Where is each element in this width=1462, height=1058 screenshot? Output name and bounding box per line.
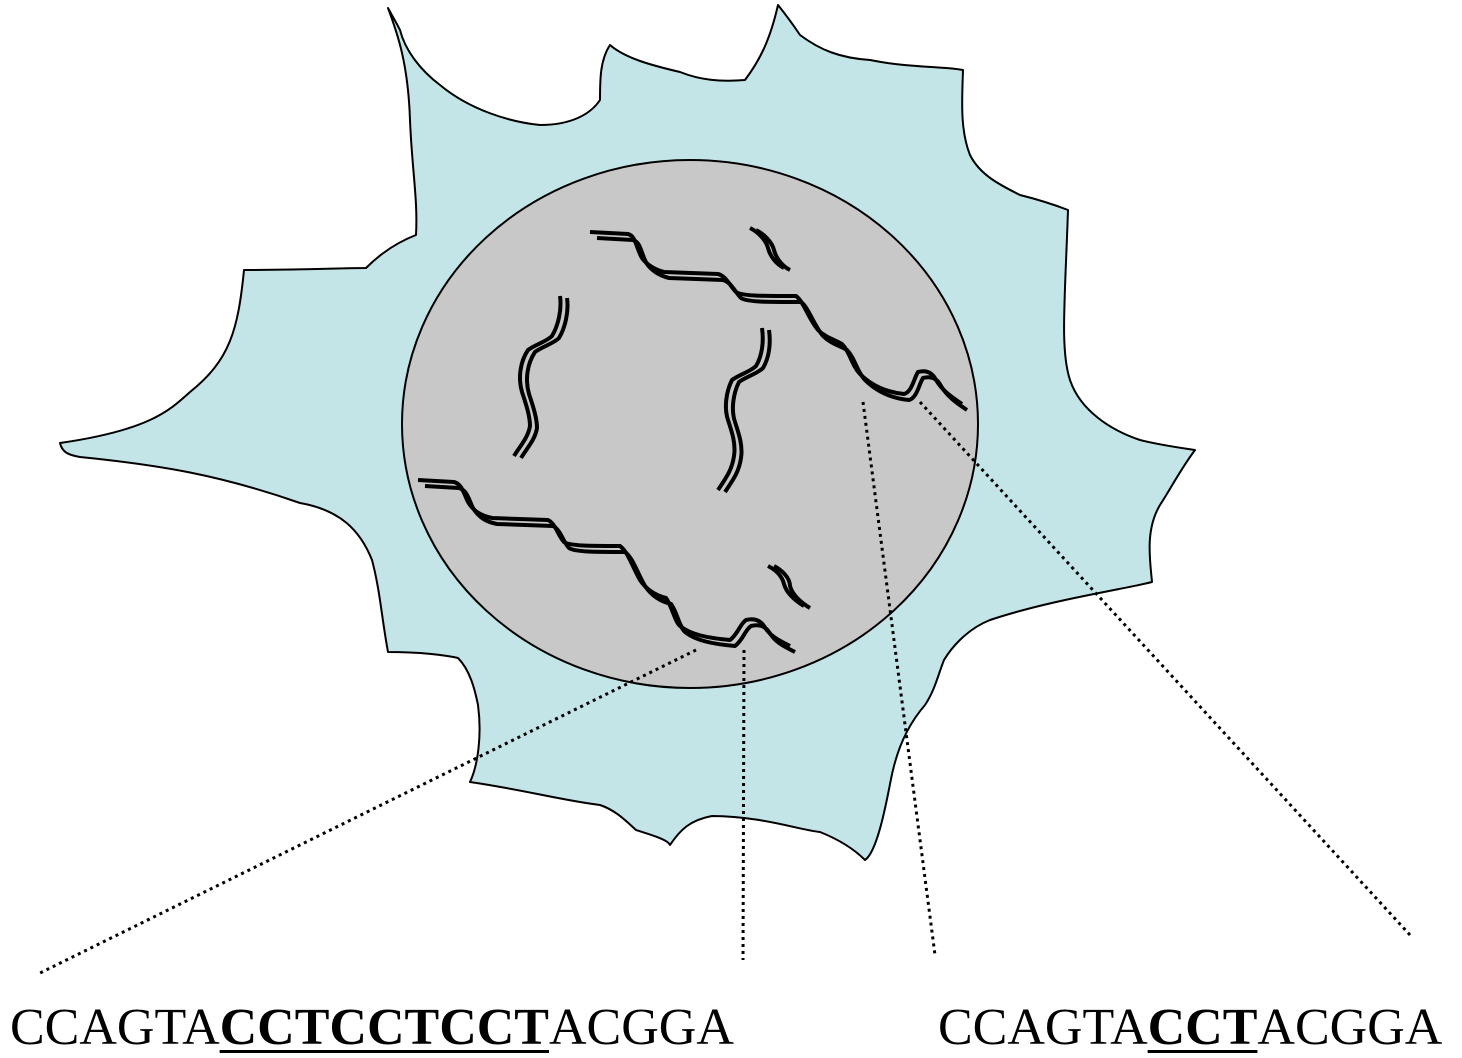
sequence-expanded-allele: CCAGTACCTCCTCCTACGGA — [10, 998, 734, 1058]
zoom-lines — [37, 400, 1412, 976]
sequence-left-repeat: CCTCCTCCT — [219, 999, 549, 1056]
chromosome-upper-long — [589, 230, 969, 412]
zoom-line-right-inner — [861, 401, 937, 956]
zoom-line-right-outer — [918, 400, 1412, 937]
zoom-line-left-inner — [741, 649, 746, 961]
chromosome-left-short — [512, 295, 570, 460]
sequence-normal-allele: CCAGTACCTACGGA — [938, 998, 1442, 1058]
zoom-line-left-outer — [37, 648, 697, 976]
chromosome-fragment-bottom — [767, 564, 812, 610]
chromosome-lower-long — [417, 478, 796, 654]
chromosome-fragment-top — [749, 226, 791, 272]
cell-nucleus — [401, 159, 979, 689]
sequence-left-flank-5: CCAGTA — [10, 999, 220, 1056]
sequence-right-repeat: CCT — [1147, 999, 1258, 1056]
chromosome-center-short — [716, 327, 772, 494]
sequence-right-flank-3: ACGGA — [1257, 999, 1443, 1056]
sequence-left-flank-3: ACGGA — [549, 999, 734, 1056]
sequence-right-flank-5: CCAGTA — [938, 999, 1148, 1056]
